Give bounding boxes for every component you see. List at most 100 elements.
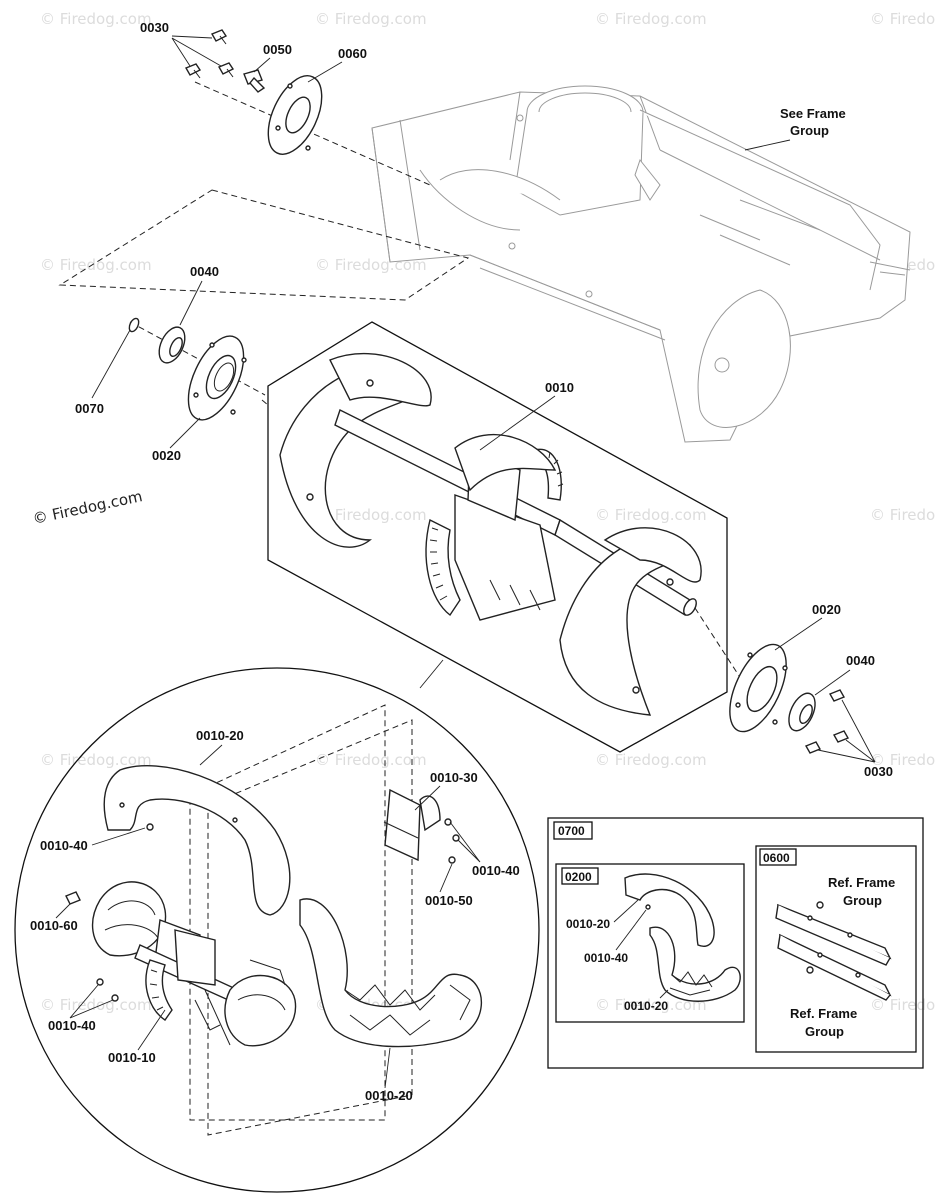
leader-line (615, 909, 647, 951)
detail-label-0010-20-top: 0010-20 (196, 728, 244, 743)
watermark: © Firedog.com (40, 996, 152, 1014)
callout-0010: 0010 (545, 380, 574, 395)
leader-line (307, 61, 343, 83)
callout-0020-left: 0020 (152, 448, 181, 463)
detail-label-0010-10: 0010-10 (108, 1050, 156, 1065)
leader-line (613, 899, 639, 923)
callout-0030-right: 0030 (864, 764, 893, 779)
bolt-0030-c (217, 62, 235, 78)
detail-label-0010-40-left: 0010-40 (40, 838, 88, 853)
bolt-0030-b (184, 63, 202, 79)
watermark: © Firedog.com (595, 996, 707, 1014)
leader-line (69, 984, 114, 1019)
watermark: © Firedog.com (315, 506, 427, 524)
kit-0600-outline (755, 845, 917, 1053)
watermark: © Firedog.com (870, 10, 936, 28)
bearing-flange-0020-right (729, 643, 788, 733)
detail-label-0010-40-bottom: 0010-40 (48, 1018, 96, 1033)
callout-0050: 0050 (263, 42, 292, 57)
detail-label-0010-50: 0010-50 (425, 893, 473, 908)
detail-circle-outline (14, 667, 540, 1193)
centerline (129, 321, 266, 396)
callout-0040-right: 0040 (846, 653, 875, 668)
kit-0600-title: 0600 (763, 851, 790, 865)
callout-0040-left: 0040 (190, 264, 219, 279)
kit-0600-ref-bottom-line2: Group (805, 1024, 844, 1039)
leader-line (439, 863, 453, 893)
callout-0060: 0060 (338, 46, 367, 61)
leader-line (55, 903, 71, 919)
bearing-0040-left (158, 326, 186, 364)
leader-line (171, 35, 222, 67)
detail-label-0010-40-right: 0010-40 (472, 863, 520, 878)
leader-line (91, 329, 131, 399)
callout-0020-right: 0020 (812, 602, 841, 617)
kit-box-0700: 0700 0200 0010-20 0010-40 0010-20 0600 R… (547, 817, 924, 1069)
leader-line (91, 827, 146, 846)
leader-line (199, 744, 223, 766)
kit-0200-label-2: 0010-40 (584, 951, 628, 965)
callout-see-frame-group-line1: See Frame (780, 106, 846, 121)
kit-box-title-frame (553, 821, 593, 840)
watermark: © Firedog.com (315, 751, 427, 769)
watermark: © Firedog.com (40, 751, 152, 769)
alignment-line (58, 189, 470, 301)
watermark: © Firedog.com (870, 506, 936, 524)
left-bearing-group: 0040 0070 0020 (75, 264, 266, 463)
callout-see-frame-group-line2: Group (790, 123, 829, 138)
kit-0200-outline (555, 863, 745, 1023)
centerline (261, 399, 746, 686)
kit-0600-ref-top-line2: Group (843, 893, 882, 908)
leader-line (814, 669, 851, 696)
watermark: © Firedog.com (595, 751, 707, 769)
kit-box-outline (547, 817, 924, 1069)
leader-line (414, 785, 441, 811)
top-hardware-group: 0030 0050 0060 (140, 20, 431, 186)
watermark: © Firedog.com (315, 10, 427, 28)
bearing-flange-0020-left (187, 335, 247, 421)
right-bearing-group: 0020 0040 0030 (729, 602, 893, 779)
detail-label-0010-30: 0010-30 (430, 770, 478, 785)
kit-0200-label-1: 0010-20 (566, 917, 610, 931)
leader-line (449, 821, 481, 863)
leader-line (659, 989, 669, 999)
callout-0070: 0070 (75, 401, 104, 416)
watermark: © Firedog.com (595, 506, 707, 524)
watermark: © Firedog.com (870, 996, 936, 1014)
kit-0200-title-frame (561, 867, 599, 885)
leader-line (817, 699, 876, 763)
assembly-box (267, 321, 728, 753)
watermark: © Firedog.com (870, 751, 936, 769)
leader-line (384, 1047, 391, 1089)
kit-box-title: 0700 (558, 824, 585, 838)
bearing-0040-right (788, 692, 816, 732)
auger-housing-frame (371, 85, 911, 443)
detail-label-0010-20-bottom: 0010-20 (365, 1088, 413, 1103)
leader-line (169, 417, 201, 449)
detail-label-0010-60: 0010-60 (30, 918, 78, 933)
watermark: © Firedog.com (595, 10, 707, 28)
leader-line (744, 139, 791, 151)
kit-0200-title: 0200 (565, 870, 592, 884)
watermark: © Firedog.com (40, 256, 152, 274)
kit-0600-ref-bottom-line1: Ref. Frame (790, 1006, 857, 1021)
kit-0600-ref-top-line1: Ref. Frame (828, 875, 895, 890)
detail-circle: 0010-20 0010-40 0010-60 0010-40 0010-10 … (14, 667, 540, 1193)
washer-0070 (128, 317, 140, 333)
leader-line (253, 57, 271, 73)
bolts-0030-right (804, 689, 850, 754)
detail-connector (419, 659, 444, 689)
bolt-0030-a (210, 29, 228, 45)
leader-line (479, 395, 556, 451)
carriage-bolt-0050 (243, 69, 266, 93)
centerline (194, 81, 431, 186)
watermark-dark: © Firedog.com (31, 487, 144, 528)
leader-line (137, 1009, 166, 1051)
bearing-flange-0060 (267, 75, 323, 155)
auger-assembly-0010: 0010 (267, 321, 728, 753)
leader-line (179, 280, 203, 326)
watermark: © Firedog.com (40, 10, 152, 28)
callout-0030-top: 0030 (140, 20, 169, 35)
